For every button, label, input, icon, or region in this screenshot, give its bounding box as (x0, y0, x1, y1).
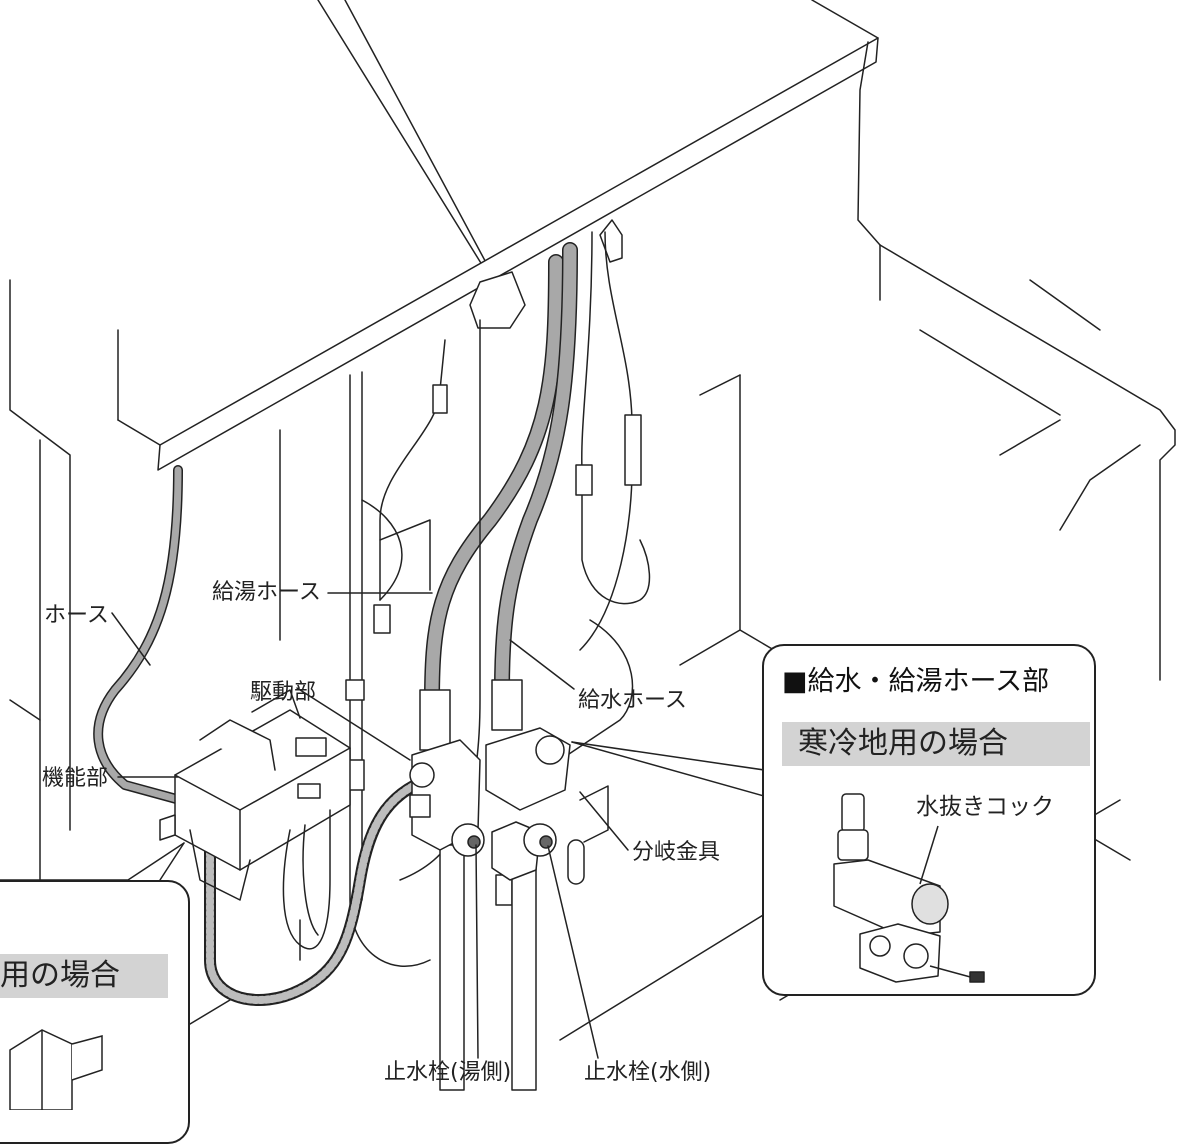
drain-hose (93, 465, 185, 805)
label-hose: ホース (44, 603, 109, 628)
label-water-supply-hose: 給水ホース (578, 688, 687, 713)
leader-line-top-2 (344, 0, 491, 271)
label-stop-valve-hot: 止水栓(湯側) (384, 1060, 512, 1085)
callout-title: ■給水・給湯ホース部 (782, 666, 1050, 697)
callout-subtitle: 寒冷地用の場合 (782, 722, 1090, 766)
label-stop-valve-cold: 止水栓(水側) (584, 1060, 712, 1085)
function-unit (159, 689, 351, 950)
valve-assembly (409, 679, 609, 1091)
label-drive-unit: 駆動部 (250, 680, 317, 705)
leader-line-top-1 (317, 0, 485, 269)
label-drain-cock: 水抜きコック (916, 794, 1054, 820)
label-branch-fitting: 分岐金具 (632, 840, 721, 865)
drain-cock-illustration (833, 793, 985, 983)
callout-left-partial: 用の場合 (0, 880, 190, 1144)
label-hot-water-hose: 給湯ホース (212, 580, 321, 605)
left-callout-illustration (9, 1029, 103, 1110)
callout-cold-region-hose: ■給水・給湯ホース部 寒冷地用の場合 水抜きコック (762, 644, 1096, 996)
countertop (157, 37, 879, 471)
callout-left-subtitle: 用の場合 (0, 954, 168, 998)
label-function-unit: 機能部 (42, 766, 109, 791)
